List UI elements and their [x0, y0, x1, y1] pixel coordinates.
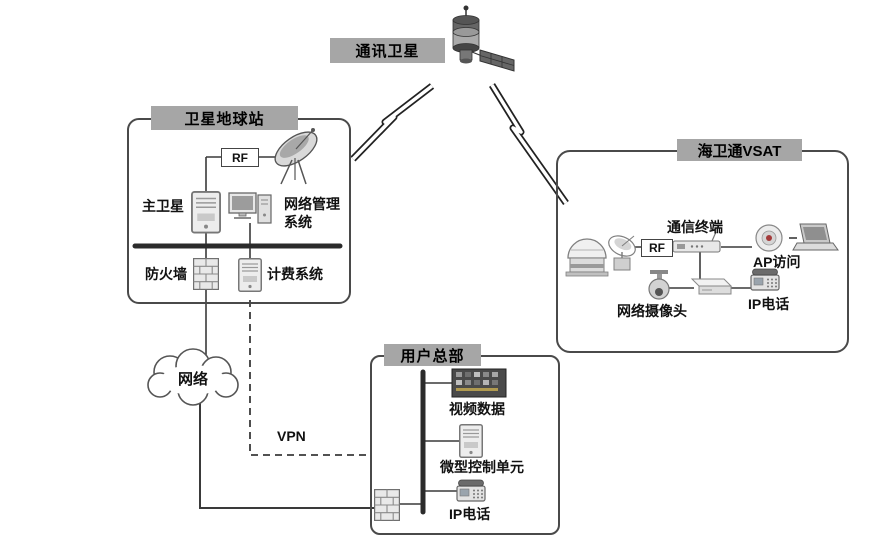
- vsat-ip-phone-label: IP电话: [748, 296, 790, 312]
- nms-label-line2: 系统: [284, 214, 312, 230]
- satellite-dish-icon: [274, 128, 318, 185]
- video-data-label: 视频数据: [449, 401, 505, 417]
- bus-bars: [132, 243, 426, 515]
- video-capture-card-icon: [451, 368, 507, 398]
- management-computer-icon: [228, 192, 272, 224]
- vsat-rf-label: RF: [641, 239, 673, 257]
- vsat-box: [556, 150, 849, 353]
- rf-link-bolt-left-icon: [350, 83, 435, 162]
- earth-station-title: 卫星地球站: [151, 106, 298, 130]
- network-camera-icon: [648, 270, 670, 300]
- network-cloud-label: 网络: [178, 371, 209, 388]
- firewall-label: 防火墙: [145, 266, 187, 282]
- laptop-icon: [792, 223, 839, 251]
- wireless-ap-icon: [755, 224, 783, 252]
- user-hq-title: 用户总部: [384, 344, 481, 366]
- earth-station-rf-label: RF: [221, 148, 259, 167]
- network-cloud-icon: [147, 348, 239, 406]
- rf-link-bolt-right-icon: [489, 83, 569, 206]
- switch-icon: [690, 278, 733, 295]
- vpn-label: VPN: [277, 428, 306, 444]
- mcu-label: 微型控制单元: [440, 459, 524, 475]
- radome-antenna-icon: [565, 238, 609, 277]
- vsat-title: 海卫通VSAT: [677, 139, 802, 161]
- network-camera-label: 网络摄像头: [617, 303, 687, 319]
- comm-terminal-label: 通信终端: [667, 219, 723, 235]
- ap-access-label: AP访问: [753, 254, 801, 270]
- communication-satellite-icon: [452, 5, 515, 72]
- hq-ip-phone-label: IP电话: [449, 506, 491, 522]
- billing-label: 计费系统: [267, 266, 323, 282]
- comm-terminal-modem-icon: [672, 231, 721, 253]
- nms-label-line1: 网络管理: [284, 196, 340, 212]
- communication-satellite-label: 通讯卫星: [330, 38, 445, 63]
- main-satellite-label: 主卫星: [142, 198, 184, 214]
- vsat-dish-icon: [608, 235, 636, 271]
